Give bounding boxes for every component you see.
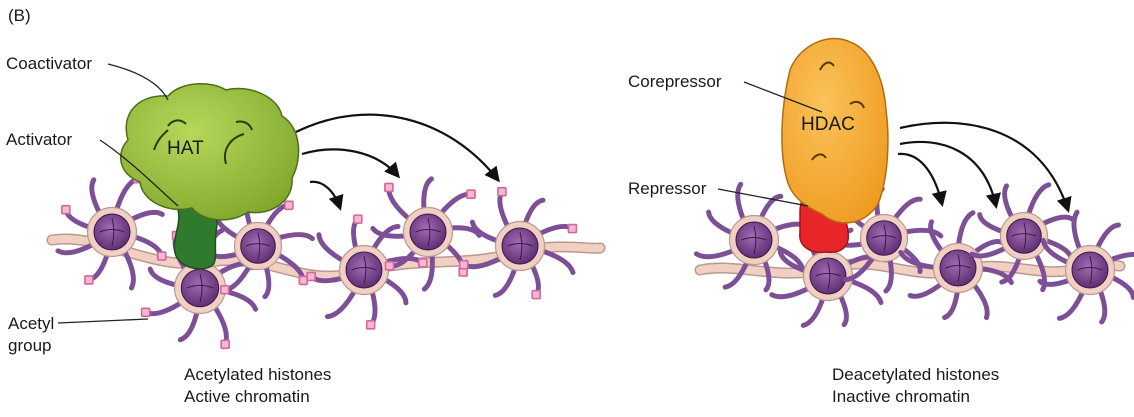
histone-tail xyxy=(541,251,573,273)
arrow-icon xyxy=(310,182,340,208)
histone-tail xyxy=(525,200,543,225)
histone-tail xyxy=(500,192,509,228)
acetyl-group-icon xyxy=(221,286,229,294)
nucleosome-group-right xyxy=(696,184,1134,325)
dna-strand-right xyxy=(700,264,1120,273)
arrow-icon xyxy=(898,154,942,204)
histone-tail xyxy=(58,244,94,253)
acetyl-group-icon xyxy=(85,276,93,284)
acetyl-group-icon xyxy=(532,291,540,299)
histone-tail xyxy=(1059,290,1083,318)
histone-tail xyxy=(538,226,573,234)
acetyl-group-icon xyxy=(62,206,70,214)
histone-tail xyxy=(1100,289,1105,322)
acetyl-group-icon xyxy=(142,308,150,316)
coactivator-label: Coactivator xyxy=(6,54,92,74)
histone-tail xyxy=(1041,217,1072,225)
activator-label: Activator xyxy=(6,130,72,150)
histone-tail xyxy=(150,269,178,285)
histone-tail xyxy=(116,179,138,212)
histone-tail xyxy=(910,283,943,297)
acetyl-group-icon xyxy=(354,215,362,223)
histone-tail xyxy=(265,265,269,297)
histone-tail xyxy=(958,213,973,247)
histone-tail xyxy=(472,222,499,241)
histone-tail xyxy=(839,294,846,325)
acetyl-group-icon xyxy=(299,276,307,284)
histone-tail xyxy=(327,289,355,316)
histone-tail xyxy=(904,230,941,236)
acetyl-group-icon xyxy=(498,188,506,196)
acetyl-group-icon xyxy=(367,321,375,329)
histone-tail xyxy=(709,212,734,234)
histone-tail xyxy=(894,199,920,220)
acetyl-group-icon xyxy=(385,262,393,270)
arrow-icon xyxy=(900,142,996,206)
histone-tail xyxy=(495,267,515,296)
histone-tail xyxy=(696,250,735,257)
histone-tail xyxy=(371,290,375,325)
left-caption-line1: Acetylated histones xyxy=(184,364,331,385)
acetyl-group-icon xyxy=(467,190,475,198)
histone-tail xyxy=(1097,225,1119,250)
acetyl-label-line1: Acetyl xyxy=(8,314,54,334)
right-caption-line1: Deacetylated histones xyxy=(832,364,999,385)
repressor-label: Repressor xyxy=(628,179,706,199)
histone-tail xyxy=(424,179,432,211)
acetyl-group-icon xyxy=(158,252,166,260)
corepressor-label: Corepressor xyxy=(628,72,722,92)
histone-tail xyxy=(146,302,183,314)
acetyl-group-icon xyxy=(385,183,393,191)
histone-tail xyxy=(180,310,197,340)
histone-tail xyxy=(1028,185,1049,216)
right-caption-line2: Inactive chromatin xyxy=(832,386,970,407)
coactivator-shape xyxy=(121,84,299,220)
acetyl-group-icon xyxy=(568,225,576,233)
hdac-label: HDAC xyxy=(801,114,855,136)
acetyl-group-icon xyxy=(307,272,315,280)
arrow-icon xyxy=(296,115,498,180)
acetyl-group-icon xyxy=(221,340,229,348)
histone-tail xyxy=(1074,212,1080,251)
histone-tail xyxy=(383,279,405,303)
histone-tail xyxy=(803,297,823,326)
histone-tail xyxy=(130,212,163,220)
acetyl-group-icon xyxy=(419,259,427,267)
arrows-right xyxy=(898,123,1068,210)
acetyl-group-icon xyxy=(285,201,293,209)
histone-tail xyxy=(389,187,411,220)
acetyl-label-line2: group xyxy=(8,336,51,356)
histone-tail xyxy=(277,235,313,239)
nucleosome-group-left xyxy=(58,175,576,349)
histone-tail xyxy=(319,235,345,262)
left-caption-line2: Active chromatin xyxy=(184,386,310,407)
arrow-icon xyxy=(302,149,398,176)
histone-tail xyxy=(214,305,227,344)
acetyl-group-icon xyxy=(460,261,468,269)
histone-tail xyxy=(849,281,881,303)
histone-tail xyxy=(945,289,958,317)
histone-tail xyxy=(973,283,987,317)
histone-tail xyxy=(980,215,1004,232)
histone-tail xyxy=(92,180,100,214)
panel-label: (B) xyxy=(8,6,31,26)
histone-tail xyxy=(1110,277,1133,298)
histone-tail xyxy=(1005,186,1013,219)
hat-label: HAT xyxy=(167,138,204,160)
histone-tail xyxy=(738,184,744,221)
histone-tail xyxy=(772,287,810,296)
